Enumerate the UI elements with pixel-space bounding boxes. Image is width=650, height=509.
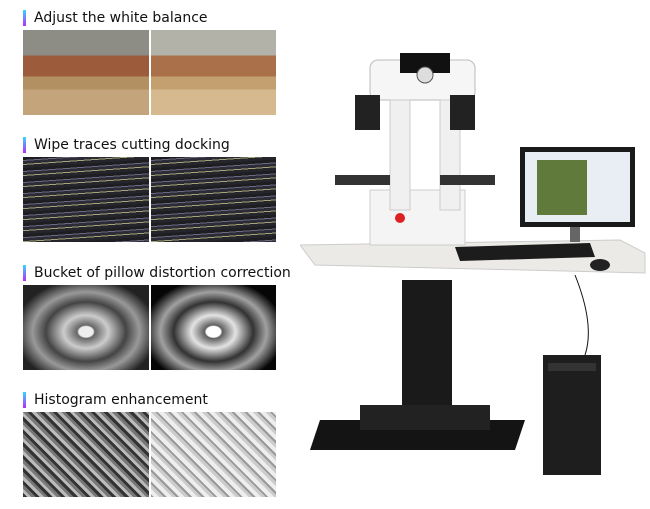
left-eyepiece [355,95,380,130]
corridor-photo-before [23,285,149,370]
stand-column [402,280,452,420]
pattern-image-after [150,412,276,497]
mouse [590,259,610,271]
power-button [395,213,405,223]
comparison-microscope-system [300,53,646,475]
left-stage [335,175,390,185]
stand-foot [360,405,490,430]
building-photo-before [23,30,149,115]
left-pillar [389,99,411,211]
accent-bar [23,265,26,281]
section-title: Wipe traces cutting docking [34,137,230,153]
section-title: Histogram enhancement [34,392,208,408]
accent-bar [23,10,26,26]
section-title: Adjust the white balance [34,10,208,26]
cable [574,274,589,356]
screen-image [537,160,587,215]
monitor-stand [570,227,580,242]
accent-bar [23,137,26,153]
trace-image-right [150,157,276,242]
right-eyepiece [450,95,475,130]
corridor-photo-after [150,285,276,370]
accent-bar [23,392,26,408]
pc-tower [543,355,601,475]
right-stage [440,175,495,185]
pattern-image-before [23,412,149,497]
drive-bay [548,363,596,371]
trace-image-left [23,157,149,242]
keyboard [455,243,595,261]
building-photo-after [150,30,276,115]
section-title: Bucket of pillow distortion correction [34,265,291,281]
bridge-knob [416,66,434,84]
camera [400,53,450,73]
